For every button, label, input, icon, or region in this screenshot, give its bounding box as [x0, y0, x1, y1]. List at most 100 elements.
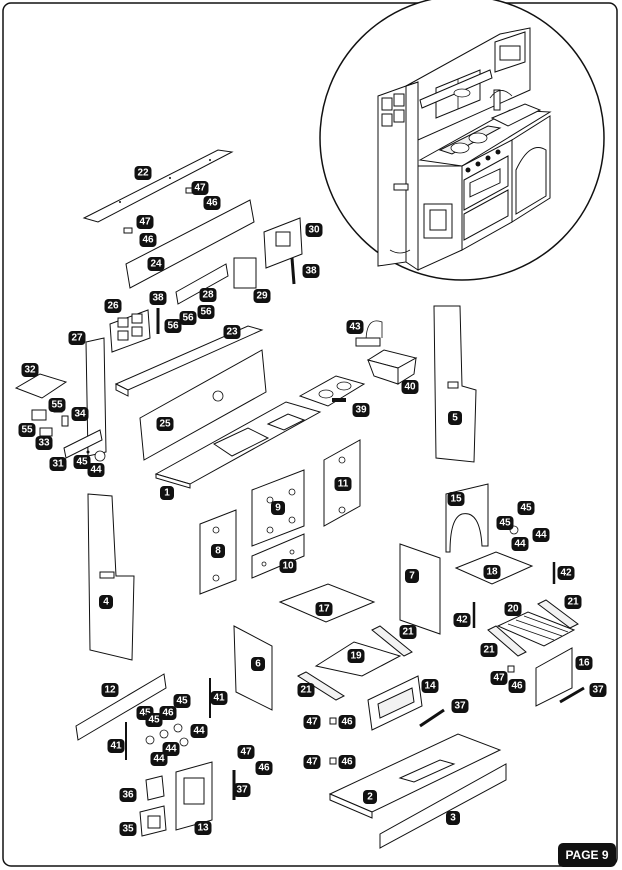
part-badge-bg [104, 299, 122, 313]
part-badge-44: 44 [511, 537, 529, 551]
part-number: 37 [454, 701, 466, 712]
part-number: 1 [164, 488, 170, 499]
part-badge-bg [483, 565, 501, 579]
part-badge-bg [508, 679, 526, 693]
part-badge-15: 15 [447, 492, 465, 506]
part-number: 24 [150, 259, 162, 270]
part-badge-36: 36 [119, 788, 137, 802]
part-badge-bg [363, 790, 377, 804]
part-badge-43: 43 [346, 320, 364, 334]
part-number: 37 [236, 785, 248, 796]
part-badge-bg [451, 699, 469, 713]
part-badge-bg [119, 822, 137, 836]
part-badge-1: 1 [160, 486, 174, 500]
part-badge-7: 7 [405, 569, 419, 583]
part-badge-bg [136, 215, 154, 229]
part-number: 4 [103, 597, 109, 608]
part-badge-4: 4 [99, 595, 113, 609]
part-number: 5 [452, 413, 458, 424]
part-number: 27 [71, 333, 83, 344]
part-badge-bg [338, 715, 356, 729]
part-badge-18: 18 [483, 565, 501, 579]
part-badge-bg [197, 305, 215, 319]
part-badge-32: 32 [21, 363, 39, 377]
part-number: 46 [142, 235, 154, 246]
part-badge-11: 11 [334, 477, 352, 491]
part-number: 45 [176, 696, 188, 707]
part-number: 46 [258, 763, 270, 774]
part-number: 18 [486, 567, 498, 578]
part-number: 42 [456, 615, 468, 626]
part-number: 17 [318, 604, 330, 615]
part-badge-bg [297, 683, 315, 697]
part-number: 46 [341, 717, 353, 728]
part-number: 47 [493, 673, 505, 684]
part-badge-bg [347, 649, 365, 663]
part-badge-bg [49, 457, 67, 471]
part-badge-21: 21 [480, 643, 498, 657]
part-badge-41: 41 [107, 739, 125, 753]
part-number: 20 [507, 604, 519, 615]
part-badge-bg [305, 223, 323, 237]
part-badge-24: 24 [147, 257, 165, 271]
part-badge-29: 29 [253, 289, 271, 303]
part-number: 56 [200, 307, 212, 318]
part-badge-bg [399, 625, 417, 639]
part-number: 42 [560, 568, 572, 579]
part-number: 3 [450, 813, 456, 824]
part-badge-bg [517, 501, 535, 515]
part-badge-bg [173, 694, 191, 708]
part-badge-2: 2 [363, 790, 377, 804]
part-number: 41 [110, 741, 122, 752]
part-badge-bg [134, 166, 152, 180]
part-number: 29 [256, 291, 268, 302]
part-badge-bg [18, 423, 36, 437]
part-number: 21 [483, 645, 495, 656]
part-badge-bg [279, 559, 297, 573]
part-badge-45: 45 [73, 455, 91, 469]
part-badge-bg [119, 788, 137, 802]
part-badge-bg [156, 417, 174, 431]
part-badge-47: 47 [303, 755, 321, 769]
part-badge-bg [453, 613, 471, 627]
part-badge-16: 16 [575, 656, 593, 670]
part-number: 40 [404, 382, 416, 393]
part-badge-bg [504, 602, 522, 616]
part-badge-bg [210, 691, 228, 705]
part-badge-bg [190, 724, 208, 738]
part-number: 38 [305, 266, 317, 277]
part-badge-47: 47 [490, 671, 508, 685]
part-badge-12: 12 [101, 683, 119, 697]
part-badge-bg [490, 671, 508, 685]
part-badge-bg [575, 656, 593, 670]
part-badge-bg [194, 821, 212, 835]
part-number: 8 [215, 546, 221, 557]
part-badge-bg [253, 289, 271, 303]
part-number: 56 [167, 321, 179, 332]
part-badge-bg [271, 501, 285, 515]
part-number: 45 [76, 457, 88, 468]
part-badge-41: 41 [210, 691, 228, 705]
part-badge-bg [149, 291, 167, 305]
part-badge-46: 46 [338, 715, 356, 729]
part-badge-37: 37 [233, 783, 251, 797]
part-badge-56: 56 [197, 305, 215, 319]
part-badge-3: 3 [446, 811, 460, 825]
part-badge-39: 39 [352, 403, 370, 417]
part-badge-33: 33 [35, 436, 53, 450]
part-badge-44: 44 [87, 463, 105, 477]
part-badge-46: 46 [338, 755, 356, 769]
part-badge-bg [401, 380, 419, 394]
part-badge-21: 21 [564, 595, 582, 609]
part-badge-10: 10 [279, 559, 297, 573]
part-number: 55 [51, 400, 63, 411]
part-badge-bg [35, 436, 53, 450]
part-number: 15 [450, 494, 462, 505]
assembled-view-inset [319, 0, 605, 281]
page-tag-bg [558, 843, 616, 867]
part-badge-bg [334, 477, 352, 491]
part-badge-bg [237, 745, 255, 759]
part-badge-bg [145, 713, 163, 727]
part-badge-bg [211, 544, 225, 558]
part-badge-45: 45 [496, 516, 514, 530]
